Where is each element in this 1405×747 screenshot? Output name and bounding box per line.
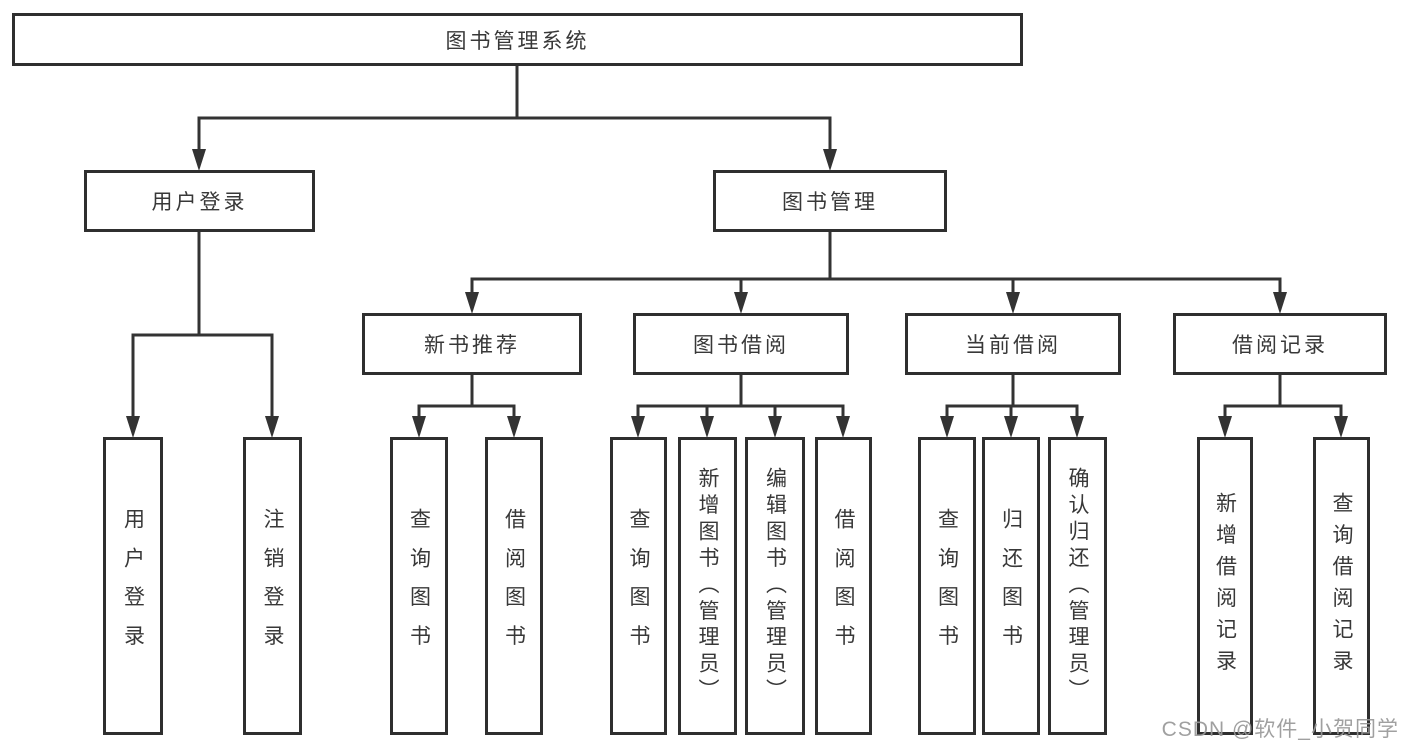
- leaf-query-borrow-record: 查询借阅记录: [1313, 437, 1370, 735]
- node-library-system-label: 图书管理系统: [445, 29, 590, 53]
- leaf-confirm-return-admin-label: 确认归还（管理员）: [1066, 466, 1089, 706]
- node-library-system: 图书管理系统: [12, 13, 1023, 66]
- leaf-borrow-books-label: 借阅图书: [832, 508, 855, 664]
- node-current-borrowing: 当前借阅: [905, 313, 1121, 375]
- leaf-query-books-borrowing-label: 查询图书: [627, 508, 650, 664]
- node-new-book-recommend: 新书推荐: [362, 313, 582, 375]
- leaf-edit-book-admin: 编辑图书（管理员）: [745, 437, 805, 735]
- node-book-management: 图书管理: [713, 170, 947, 232]
- leaf-borrow-books-recommend-label: 借阅图书: [502, 508, 526, 664]
- leaf-borrow-books: 借阅图书: [815, 437, 872, 735]
- leaf-query-books-current-label: 查询图书: [935, 508, 959, 664]
- leaf-query-books-recommend: 查询图书: [390, 437, 448, 735]
- leaf-borrow-books-recommend: 借阅图书: [485, 437, 543, 735]
- leaf-add-borrow-record-label: 新增借阅记录: [1213, 491, 1237, 681]
- leaf-edit-book-admin-label: 编辑图书（管理员）: [763, 466, 787, 706]
- node-book-management-label: 图书管理: [782, 191, 878, 214]
- leaf-add-book-admin: 新增图书（管理员）: [678, 437, 737, 735]
- node-borrow-records: 借阅记录: [1173, 313, 1387, 375]
- leaf-return-books-label: 归还图书: [999, 508, 1023, 664]
- node-book-borrowing-label: 图书借阅: [693, 334, 789, 357]
- leaf-query-books-recommend-label: 查询图书: [407, 508, 431, 664]
- leaf-query-books-borrowing: 查询图书: [610, 437, 667, 735]
- leaf-user-login: 用户登录: [103, 437, 163, 735]
- leaf-logout: 注销登录: [243, 437, 302, 735]
- node-user-login-label: 用户登录: [151, 191, 248, 214]
- leaf-query-books-current: 查询图书: [918, 437, 976, 735]
- leaf-return-books: 归还图书: [982, 437, 1040, 735]
- leaf-add-book-admin-label: 新增图书（管理员）: [696, 466, 719, 706]
- csdn-watermark: CSDN @软件_小贺同学: [1161, 718, 1399, 741]
- leaf-user-login-label: 用户登录: [121, 508, 145, 664]
- node-current-borrowing-label: 当前借阅: [965, 334, 1061, 357]
- leaf-add-borrow-record: 新增借阅记录: [1197, 437, 1253, 735]
- node-new-book-recommend-label: 新书推荐: [424, 334, 520, 357]
- leaf-confirm-return-admin: 确认归还（管理员）: [1048, 437, 1107, 735]
- leaf-query-borrow-record-label: 查询借阅记录: [1330, 491, 1353, 681]
- node-borrow-records-label: 借阅记录: [1232, 334, 1328, 357]
- node-book-borrowing: 图书借阅: [633, 313, 849, 375]
- arrowhead-icons: [126, 149, 1348, 438]
- leaf-logout-label: 注销登录: [261, 508, 284, 664]
- node-user-login: 用户登录: [84, 170, 315, 232]
